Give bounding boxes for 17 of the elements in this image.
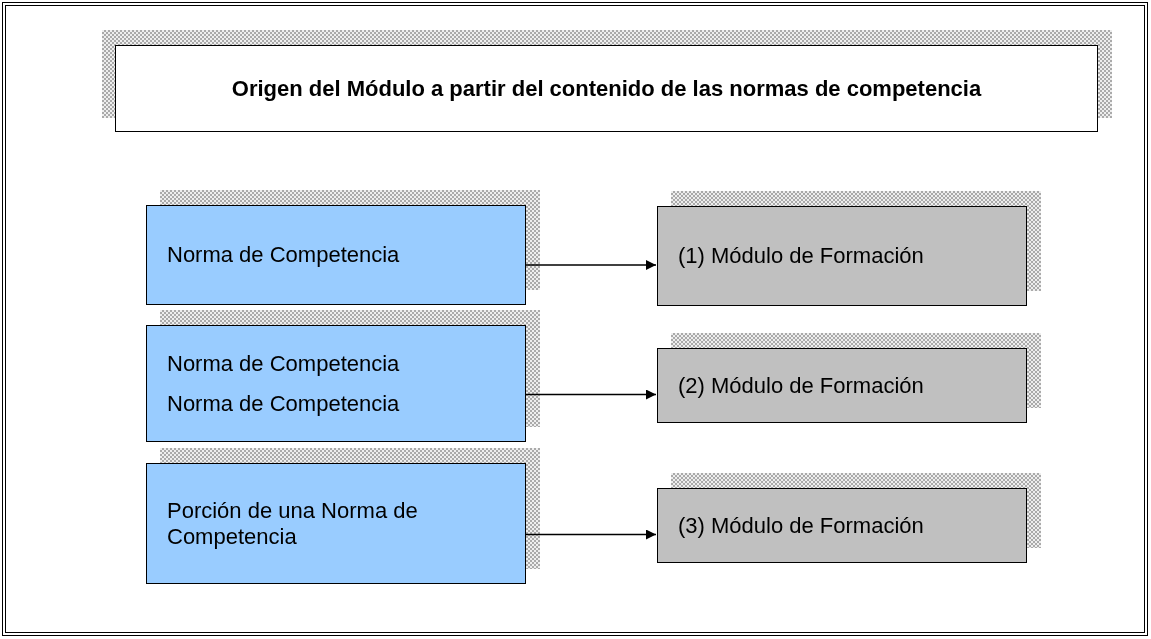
box-text: Porción de una Norma de Competencia bbox=[167, 497, 419, 550]
title-box: Origen del Módulo a partir del contenido de las normas de competencia bbox=[115, 45, 1098, 132]
arrow bbox=[525, 260, 657, 270]
module-box bbox=[657, 348, 1027, 423]
module-box bbox=[657, 206, 1027, 306]
box-text: (2) Módulo de Formación bbox=[678, 372, 925, 399]
box-text: Norma de Competencia bbox=[167, 350, 401, 377]
box-text: (3) Módulo de Formación bbox=[678, 512, 925, 539]
box-text: Norma de Competencia bbox=[167, 390, 401, 417]
box-text: (1) Módulo de Formación bbox=[678, 243, 925, 269]
arrow bbox=[525, 529, 657, 540]
standard-box bbox=[146, 325, 526, 442]
arrow bbox=[525, 389, 657, 400]
module-box bbox=[657, 488, 1027, 563]
standard-box bbox=[146, 463, 526, 584]
standard-box bbox=[146, 205, 526, 305]
box-text: Norma de Competencia bbox=[167, 242, 401, 268]
